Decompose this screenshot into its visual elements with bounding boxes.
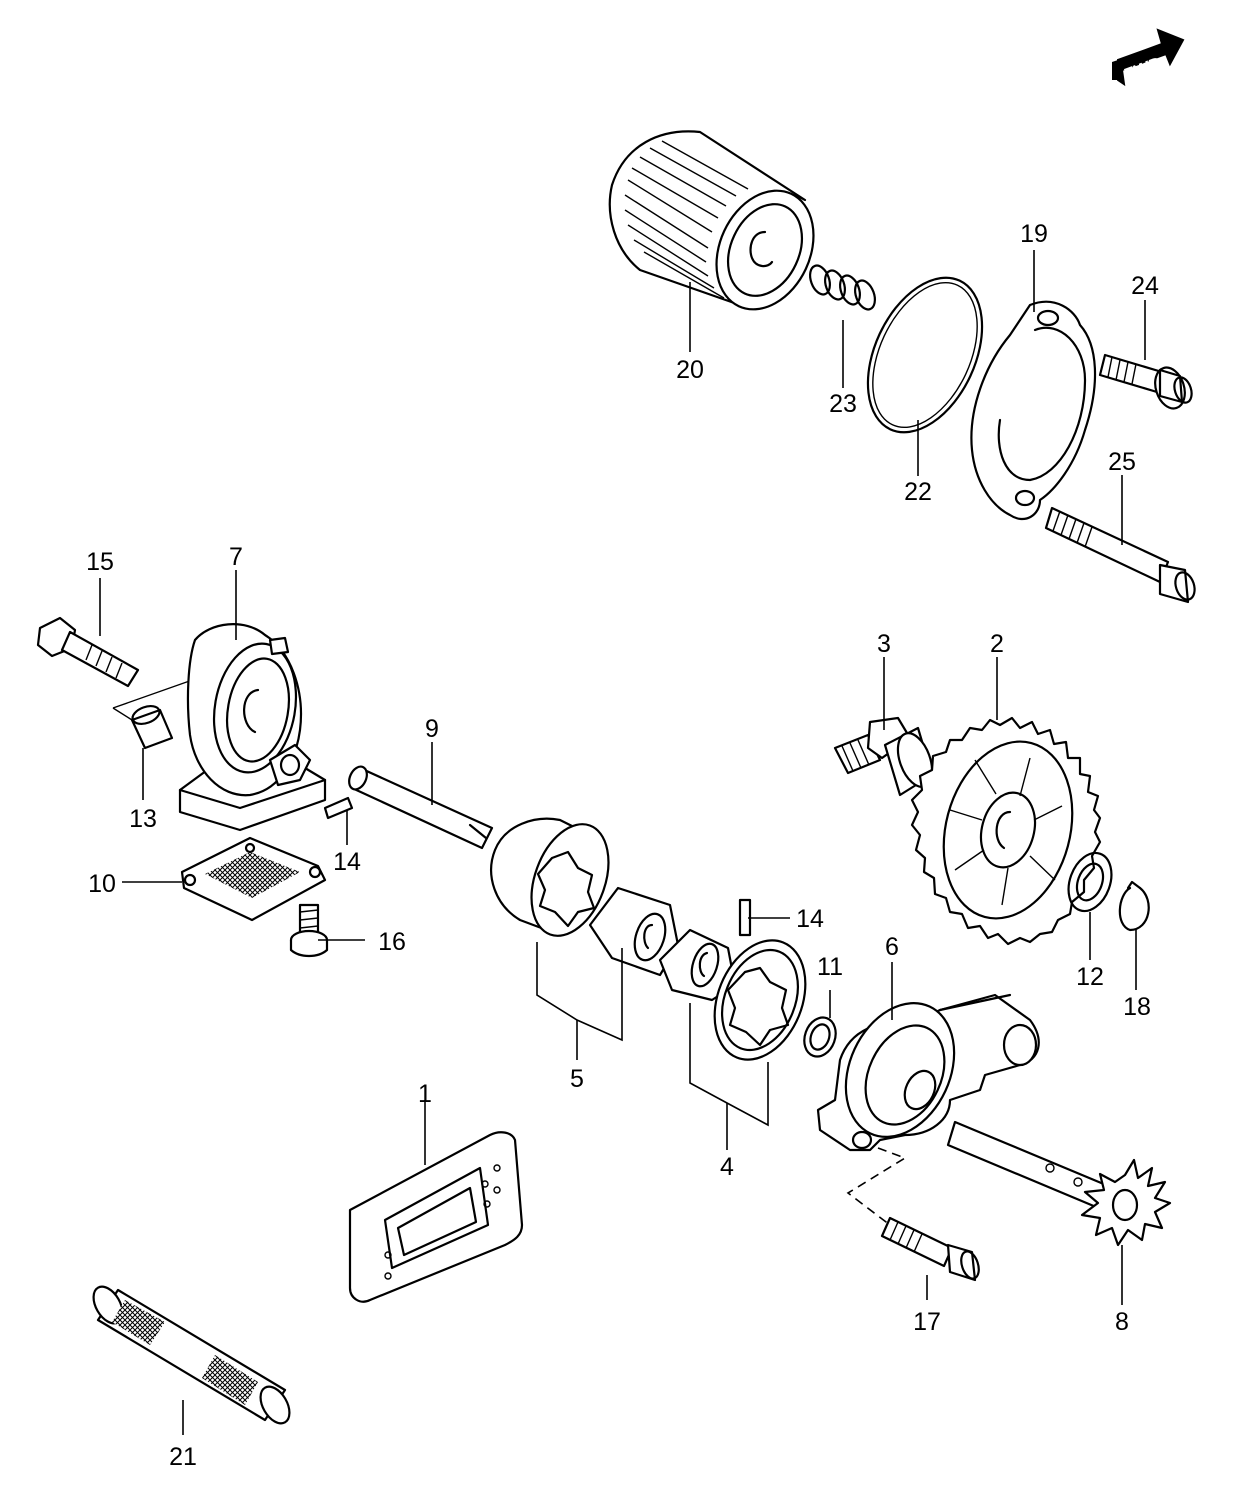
label-18: 18	[1123, 993, 1151, 1021]
cap-bolt-short	[1098, 353, 1193, 410]
gear-washer	[1067, 851, 1113, 913]
pump-housing	[816, 993, 1040, 1152]
label-12: 12	[1076, 963, 1104, 991]
label-20: 20	[676, 356, 704, 384]
oil-strainer-gasket	[180, 836, 327, 922]
label-6: 6	[885, 933, 899, 961]
outer-rotor-4	[713, 939, 807, 1061]
forward-arrow-icon: FWD	[1112, 28, 1185, 87]
pump-shaft	[348, 765, 494, 850]
part-labels: 1 2 3 4 5 6 7 8 9 10 11 12 13 14 14 15 1…	[86, 220, 1159, 1471]
label-16: 16	[378, 928, 406, 956]
small-washer	[803, 1016, 837, 1058]
label-5: 5	[570, 1065, 584, 1093]
label-11: 11	[817, 953, 843, 981]
label-24: 24	[1131, 272, 1159, 300]
oil-strainer-tube	[92, 1285, 291, 1425]
small-pin-right	[738, 898, 752, 937]
inner-rotor-5	[588, 886, 680, 977]
oil-pump-body	[178, 623, 327, 832]
label-23: 23	[829, 390, 857, 418]
strainer-bolt	[289, 903, 329, 958]
pump-drive-shaft	[946, 1120, 1172, 1247]
label-14-right: 14	[796, 905, 824, 933]
label-4: 4	[720, 1153, 734, 1181]
housing-bolt	[880, 1216, 980, 1282]
circlip	[1118, 880, 1150, 932]
oil-filter	[608, 130, 815, 311]
filter-o-ring	[866, 276, 984, 434]
label-14-left: 14	[333, 848, 361, 876]
filter-spring	[809, 264, 876, 311]
label-13: 13	[129, 805, 157, 833]
small-pin-left	[323, 796, 354, 820]
label-2: 2	[990, 630, 1004, 658]
pump-mount-bolt	[36, 616, 140, 688]
pump-driven-gear	[910, 716, 1102, 946]
label-17: 17	[913, 1308, 941, 1336]
pump-gasket-plate	[348, 1131, 524, 1303]
label-3: 3	[877, 630, 891, 658]
dowel-pin	[130, 704, 174, 800]
label-7: 7	[229, 543, 243, 571]
outer-rotor-5	[490, 817, 610, 937]
leader-lines	[99, 250, 1146, 1435]
label-15: 15	[86, 548, 114, 576]
label-9: 9	[425, 715, 439, 743]
label-8: 8	[1115, 1308, 1129, 1336]
label-22: 22	[904, 478, 932, 506]
label-25: 25	[1108, 448, 1136, 476]
cap-bolt-long	[1044, 506, 1196, 604]
label-10: 10	[88, 870, 116, 898]
label-1: 1	[418, 1080, 432, 1108]
label-19: 19	[1020, 220, 1048, 248]
filter-cap	[970, 300, 1097, 521]
label-21: 21	[169, 1443, 197, 1471]
